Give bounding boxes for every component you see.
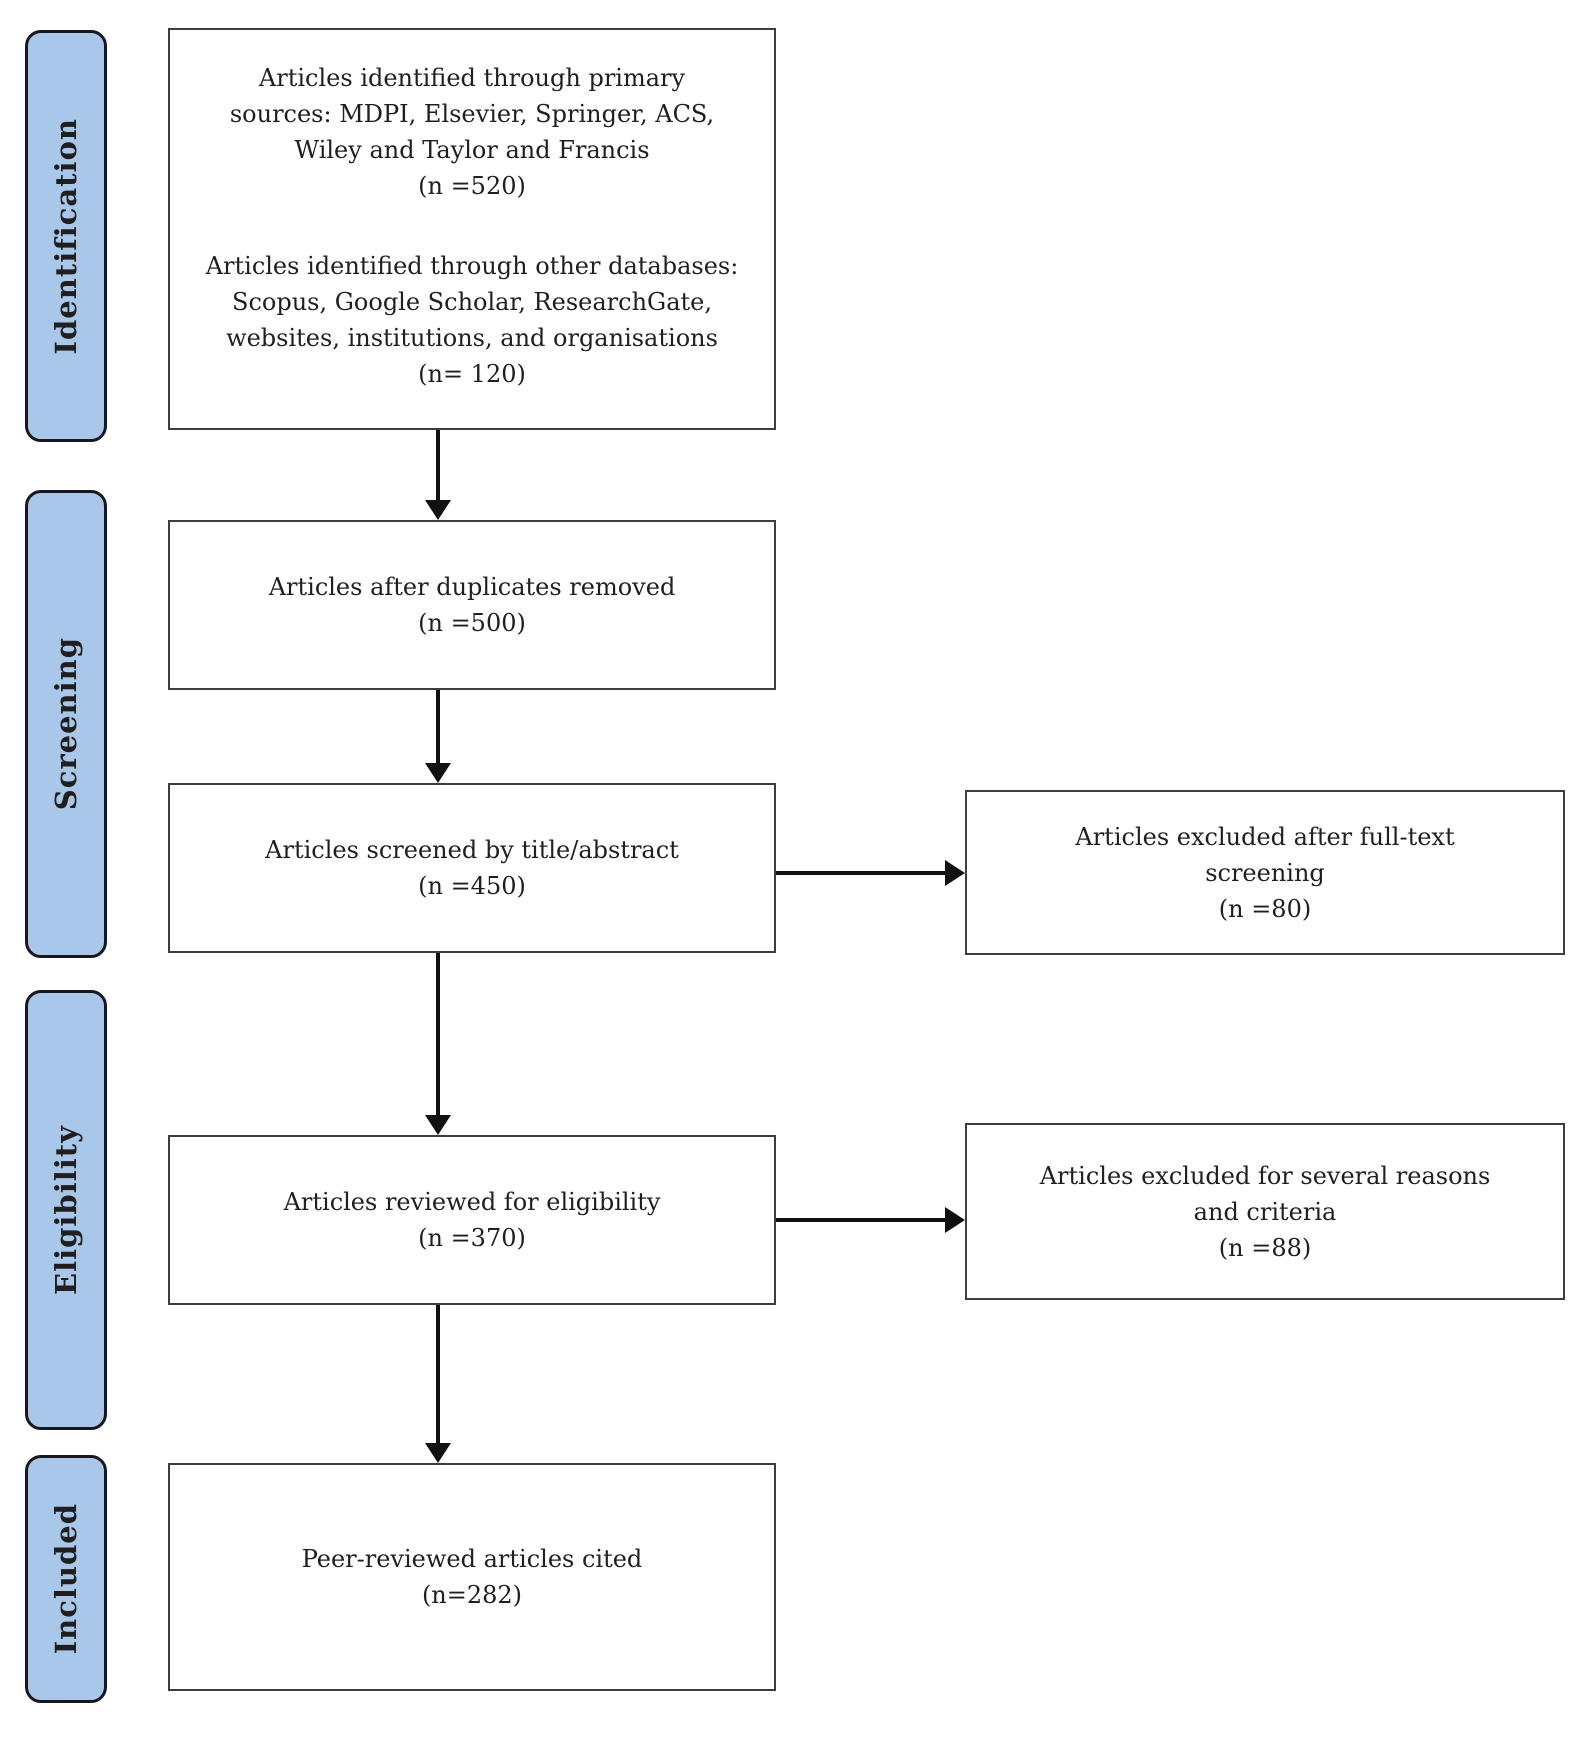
included-articles-box: Peer-reviewed articles cited (n=282) [168,1463,776,1691]
excluded-fulltext-box: Articles excluded after full-text screen… [965,790,1565,955]
arrow-right-head [945,1207,965,1233]
other-databases-line-2: Scopus, Google Scholar, ResearchGate, [232,288,712,316]
arrow-stem [776,871,945,875]
excluded-fulltext-line-1: Articles excluded after full-text [1075,822,1455,851]
stage-eligibility-label: Eligibility [49,1124,83,1295]
reviewed-eligibility-label: Articles reviewed for eligibility [283,1188,661,1216]
stage-identification-label: Identification [49,117,83,355]
excluded-fulltext-text: Articles excluded after full-text screen… [1075,819,1454,927]
stage-included-label: Included [49,1503,83,1655]
primary-sources-line-3: Wiley and Taylor and Francis [294,136,650,164]
identification-sources-box: Articles identified through primary sour… [168,28,776,430]
arrow-stem [436,690,440,763]
excluded-reasons-count: (n =88) [1218,1233,1312,1262]
stage-included: Included [25,1455,107,1703]
excluded-fulltext-count: (n =80) [1218,894,1312,923]
arrow-down-head [425,1443,451,1463]
excluded-reasons-line-1: Articles excluded for several reasons [1039,1161,1491,1190]
arrow-stem [436,1305,440,1443]
stage-screening-label: Screening [49,637,83,811]
primary-sources-text: Articles identified through primary sour… [230,60,714,204]
excluded-fulltext-line-2: screening [1205,858,1325,887]
arrow-right-head [945,860,965,886]
screened-label: Articles screened by title/abstract [265,836,679,864]
reviewed-eligibility-box: Articles reviewed for eligibility (n =37… [168,1135,776,1305]
other-databases-line-3: websites, institutions, and organisation… [226,324,718,352]
primary-sources-line-1: Articles identified through primary [258,64,686,92]
primary-sources-count: (n =520) [418,172,526,200]
screened-text: Articles screened by title/abstract (n =… [265,832,679,904]
other-databases-count: (n= 120) [418,360,526,388]
included-articles-text: Peer-reviewed articles cited (n=282) [302,1541,643,1613]
duplicates-removed-label: Articles after duplicates removed [268,573,676,601]
stage-identification: Identification [25,30,107,442]
arrow-stem [776,1218,945,1222]
included-articles-count: (n=282) [421,1581,523,1609]
duplicates-removed-count: (n =500) [418,609,526,637]
excluded-reasons-text: Articles excluded for several reasons an… [1040,1158,1491,1266]
screened-count: (n =450) [418,872,526,900]
included-articles-label: Peer-reviewed articles cited [301,1545,643,1573]
duplicates-removed-box: Articles after duplicates removed (n =50… [168,520,776,690]
stage-screening: Screening [25,490,107,958]
duplicates-removed-text: Articles after duplicates removed (n =50… [269,569,676,641]
excluded-reasons-box: Articles excluded for several reasons an… [965,1123,1565,1300]
arrow-down-head [425,1115,451,1135]
excluded-reasons-line-2: and criteria [1193,1197,1337,1226]
other-databases-text: Articles identified through other databa… [206,248,739,392]
arrow-stem [436,953,440,1115]
reviewed-eligibility-text: Articles reviewed for eligibility (n =37… [284,1184,661,1256]
other-databases-line-1: Articles identified through other databa… [205,252,739,280]
arrow-down-head [425,500,451,520]
arrow-stem [436,430,440,500]
screened-box: Articles screened by title/abstract (n =… [168,783,776,953]
stage-eligibility: Eligibility [25,990,107,1430]
reviewed-eligibility-count: (n =370) [418,1224,526,1252]
arrow-down-head [425,763,451,783]
primary-sources-line-2: sources: MDPI, Elsevier, Springer, ACS, [229,100,715,128]
